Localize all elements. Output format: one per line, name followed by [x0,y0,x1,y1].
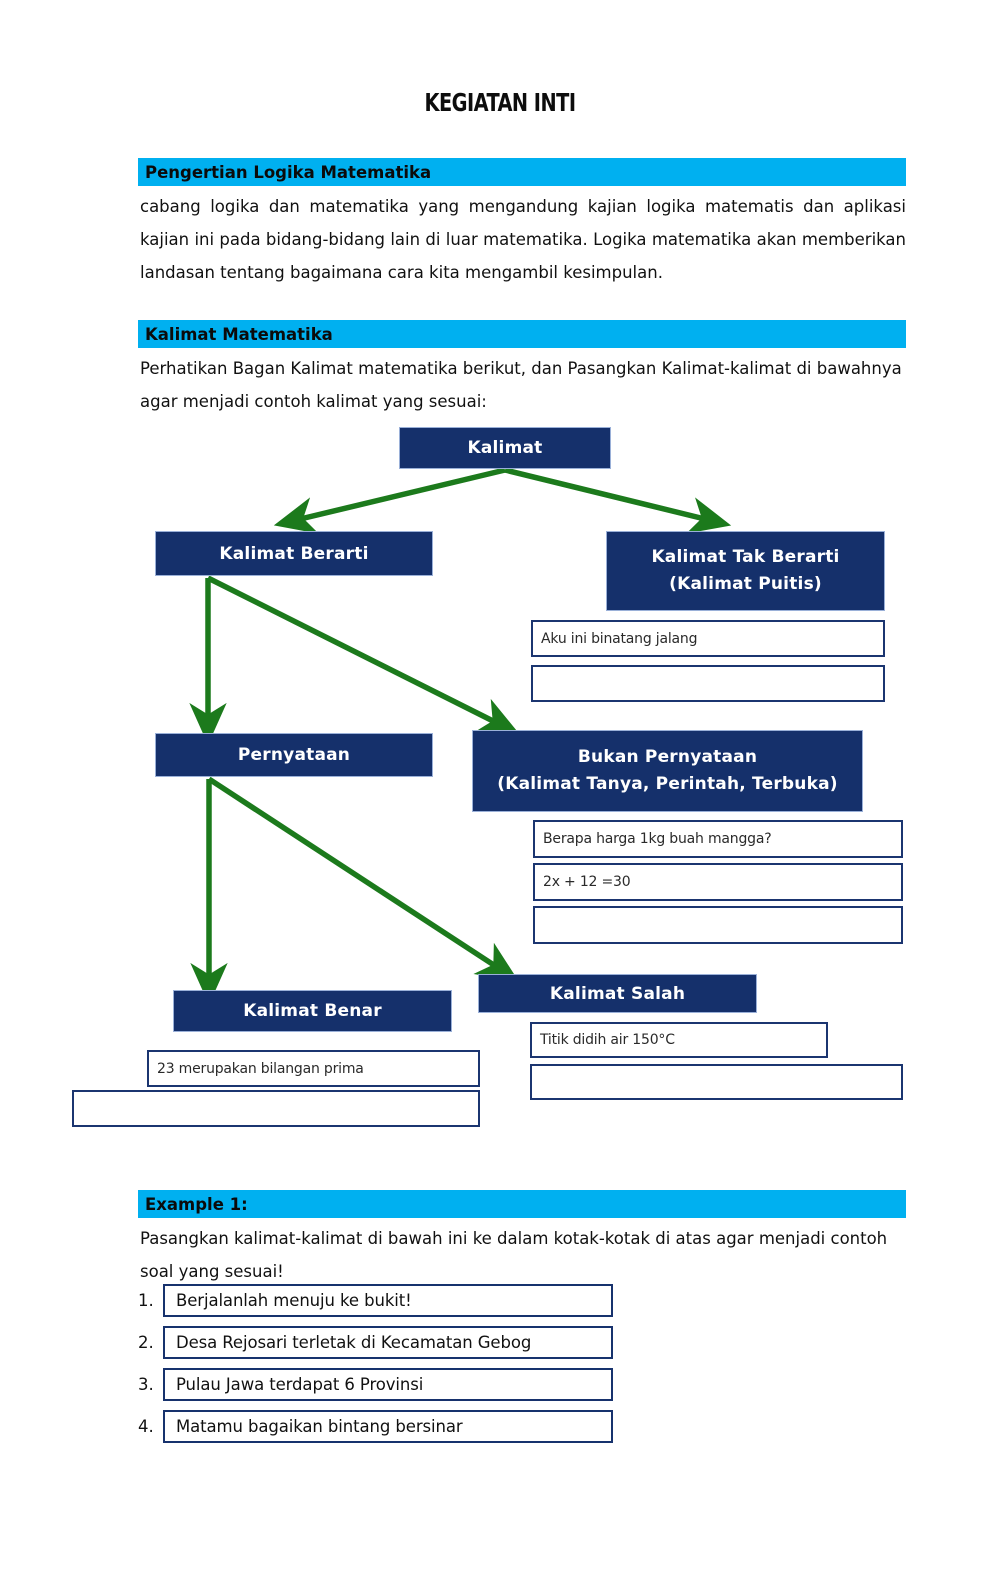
slot-bukan-pernyataan-1[interactable]: Berapa harga 1kg buah mangga? [533,820,903,858]
node-kalimat-tak-berarti[interactable]: Kalimat Tak Berarti (Kalimat Puitis) [606,531,885,611]
list-item-number-3: 3. [138,1375,154,1394]
node-kalimat-berarti[interactable]: Kalimat Berarti [155,531,433,576]
section-header-example-1: Example 1: [138,1190,906,1218]
page-title: KEGIATAN INTI [424,88,576,117]
slot-bukan-pernyataan-3[interactable] [533,906,903,944]
list-item-number-1: 1. [138,1291,154,1310]
slot-tak-berarti-2[interactable] [531,665,885,702]
node-kalimat[interactable]: Kalimat [399,427,611,469]
node-kalimat-tak-berarti-line2: (Kalimat Puitis) [669,574,822,594]
node-bukan-pernyataan-line1: Bukan Pernyataan [577,747,758,767]
slot-kalimat-benar-2[interactable] [72,1090,480,1127]
slot-bukan-pernyataan-2[interactable]: 2x + 12 =30 [533,863,903,901]
node-bukan-pernyataan[interactable]: Bukan Pernyataan (Kalimat Tanya, Perinta… [472,730,863,812]
list-item-4[interactable]: Matamu bagaikan bintang bersinar [163,1410,613,1443]
section-body-example-1: Pasangkan kalimat-kalimat di bawah ini k… [140,1229,888,1281]
slot-kalimat-benar-1[interactable]: 23 merupakan bilangan prima [147,1050,480,1087]
section-body-kalimat-matematika: Perhatikan Bagan Kalimat matematika beri… [140,359,902,411]
node-kalimat-benar[interactable]: Kalimat Benar [173,990,452,1032]
node-pernyataan[interactable]: Pernyataan [155,733,433,777]
list-item-2[interactable]: Desa Rejosari terletak di Kecamatan Gebo… [163,1326,613,1359]
section-header-pengertian: Pengertian Logika Matematika [138,158,906,186]
section-body-pengertian: cabang logika dan matematika yang mengan… [140,197,906,282]
slot-kalimat-salah-1[interactable]: Titik didih air 150°C [530,1022,828,1058]
node-kalimat-tak-berarti-line1: Kalimat Tak Berarti [651,547,840,567]
slot-kalimat-salah-2[interactable] [530,1064,903,1100]
list-item-number-2: 2. [138,1333,154,1352]
section-header-kalimat-matematika: Kalimat Matematika [138,320,906,348]
list-item-3[interactable]: Pulau Jawa terdapat 6 Provinsi [163,1368,613,1401]
list-item-number-4: 4. [138,1417,154,1436]
node-bukan-pernyataan-line2: (Kalimat Tanya, Perintah, Terbuka) [497,774,838,794]
slot-tak-berarti-1[interactable]: Aku ini binatang jalang [531,620,885,657]
node-kalimat-salah[interactable]: Kalimat Salah [478,974,757,1013]
list-item-1[interactable]: Berjalanlah menuju ke bukit! [163,1284,613,1317]
